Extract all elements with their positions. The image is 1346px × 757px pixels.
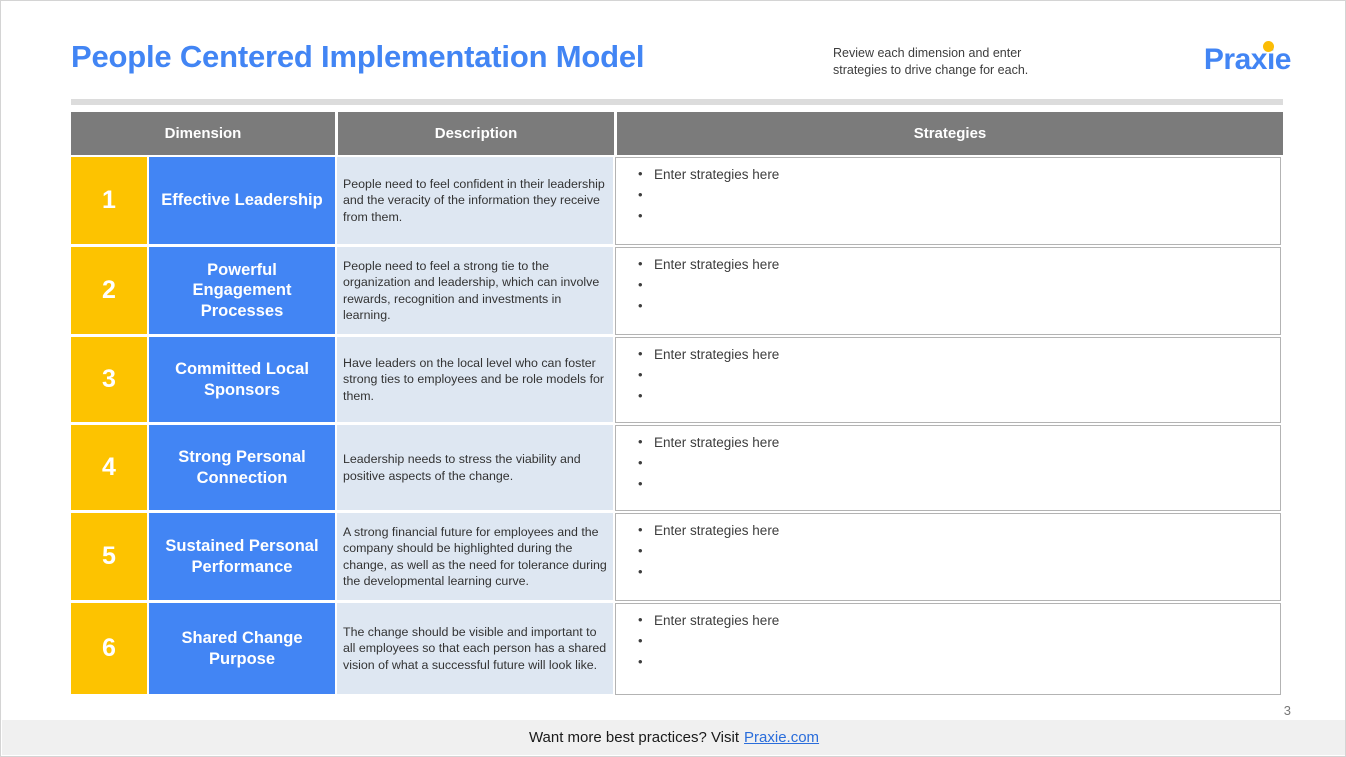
strategy-bullet[interactable]: • <box>638 633 1280 655</box>
bullet-icon: • <box>638 654 643 669</box>
strategies-input[interactable]: • Enter strategies here • • <box>615 425 1281 511</box>
strategy-text: Enter strategies here <box>654 523 780 538</box>
description-text: Leadership needs to stress the viability… <box>337 425 613 511</box>
column-header-dimension: Dimension <box>71 112 335 155</box>
strategy-bullet[interactable]: • Enter strategies here <box>638 166 1280 188</box>
strategy-text: Enter strategies here <box>654 167 780 182</box>
column-header-strategies: Strategies <box>617 112 1283 155</box>
strategy-bullet[interactable]: • <box>638 208 1280 230</box>
strategy-bullet[interactable]: • Enter strategies here <box>638 522 1280 544</box>
bullet-icon: • <box>638 434 643 449</box>
bullet-icon: • <box>638 187 643 202</box>
dimension-label: Committed Local Sponsors <box>149 337 335 423</box>
description-text: People need to feel a strong tie to the … <box>337 247 613 335</box>
dimension-table: Dimension Description Strategies 1 Effec… <box>71 112 1283 697</box>
row-number: 5 <box>71 513 147 601</box>
row-number: 2 <box>71 247 147 335</box>
footer-bar: Want more best practices? Visit Praxie.c… <box>2 720 1345 755</box>
bullet-icon: • <box>638 298 643 313</box>
strategy-bullet[interactable]: • <box>638 543 1280 565</box>
strategy-text: Enter strategies here <box>654 435 780 450</box>
dimension-label: Sustained Personal Performance <box>149 513 335 601</box>
strategy-bullet[interactable]: • Enter strategies here <box>638 256 1280 278</box>
table-row: 3 Committed Local Sponsors Have leaders … <box>71 337 1283 423</box>
table-row: 4 Strong Personal Connection Leadership … <box>71 425 1283 511</box>
row-number: 6 <box>71 603 147 695</box>
bullet-icon: • <box>638 277 643 292</box>
description-text: Have leaders on the local level who can … <box>337 337 613 423</box>
table-row: 6 Shared Change Purpose The change shoul… <box>71 603 1283 695</box>
strategies-input[interactable]: • Enter strategies here • • <box>615 603 1281 695</box>
bullet-icon: • <box>638 612 643 627</box>
slide-header: People Centered Implementation Model Rev… <box>1 1 1345 97</box>
dimension-label: Powerful Engagement Processes <box>149 247 335 335</box>
table-row: 1 Effective Leadership People need to fe… <box>71 157 1283 245</box>
row-number: 3 <box>71 337 147 423</box>
bullet-icon: • <box>638 388 643 403</box>
strategy-bullet[interactable]: • Enter strategies here <box>638 346 1280 368</box>
description-text: People need to feel confident in their l… <box>337 157 613 245</box>
strategy-bullet[interactable]: • <box>638 298 1280 320</box>
strategies-input[interactable]: • Enter strategies here • • <box>615 247 1281 335</box>
strategies-input[interactable]: • Enter strategies here • • <box>615 157 1281 245</box>
bullet-icon: • <box>638 543 643 558</box>
bullet-icon: • <box>638 564 643 579</box>
bullet-icon: • <box>638 522 643 537</box>
footer-link[interactable]: Praxie.com <box>744 729 820 746</box>
bullet-icon: • <box>638 367 643 382</box>
strategy-bullet[interactable]: • <box>638 277 1280 299</box>
strategy-bullet[interactable]: • <box>638 564 1280 586</box>
strategy-bullet[interactable]: • Enter strategies here <box>638 612 1280 634</box>
logo-dot-icon <box>1263 41 1274 52</box>
page-number: 3 <box>1283 703 1291 718</box>
bullet-icon: • <box>638 166 643 181</box>
bullet-icon: • <box>638 256 643 271</box>
description-text: A strong financial future for employees … <box>337 513 613 601</box>
strategy-bullet[interactable]: • <box>638 367 1280 389</box>
strategy-bullet[interactable]: • <box>638 388 1280 410</box>
header-divider <box>71 99 1283 105</box>
footer-text: Want more best practices? Visit <box>528 729 740 746</box>
strategies-input[interactable]: • Enter strategies here • • <box>615 513 1281 601</box>
instruction-text: Review each dimension and enter strategi… <box>833 46 1029 77</box>
praxie-logo: Praxie <box>1203 43 1292 76</box>
bullet-icon: • <box>638 633 643 648</box>
table-row: 2 Powerful Engagement Processes People n… <box>71 247 1283 335</box>
strategies-input[interactable]: • Enter strategies here • • <box>615 337 1281 423</box>
page-title: People Centered Implementation Model <box>71 39 645 74</box>
bullet-icon: • <box>638 476 643 491</box>
strategy-bullet[interactable]: • <box>638 455 1280 477</box>
dimension-label: Shared Change Purpose <box>149 603 335 695</box>
strategy-bullet[interactable]: • Enter strategies here <box>638 434 1280 456</box>
bullet-icon: • <box>638 455 643 470</box>
table-header-row: Dimension Description Strategies <box>71 112 1283 155</box>
strategy-text: Enter strategies here <box>654 257 780 272</box>
strategy-bullet[interactable]: • <box>638 187 1280 209</box>
strategy-bullet[interactable]: • <box>638 654 1280 676</box>
dimension-label: Strong Personal Connection <box>149 425 335 511</box>
strategy-text: Enter strategies here <box>654 613 780 628</box>
row-number: 1 <box>71 157 147 245</box>
column-header-description: Description <box>338 112 614 155</box>
bullet-icon: • <box>638 208 643 223</box>
table-row: 5 Sustained Personal Performance A stron… <box>71 513 1283 601</box>
strategy-text: Enter strategies here <box>654 347 780 362</box>
strategy-bullet[interactable]: • <box>638 476 1280 498</box>
row-number: 4 <box>71 425 147 511</box>
dimension-label: Effective Leadership <box>149 157 335 245</box>
description-text: The change should be visible and importa… <box>337 603 613 695</box>
bullet-icon: • <box>638 346 643 361</box>
